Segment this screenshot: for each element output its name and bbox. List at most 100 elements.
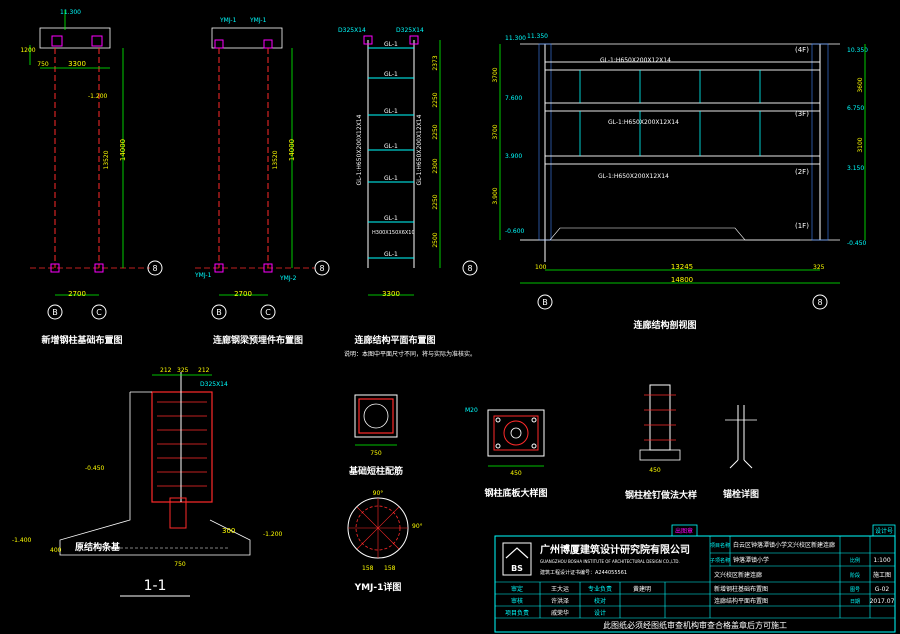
- elev-m0450-s: -0.450: [847, 240, 867, 247]
- grid-b-2: B: [216, 308, 222, 317]
- gl1-label-2: GL-1: [384, 71, 398, 78]
- tb-company-cn: 广州博厦建筑设计研究院有限公司: [540, 543, 690, 556]
- gl1-label-5: GL-1: [384, 175, 398, 182]
- tb-name3: 戚荣华: [551, 609, 569, 617]
- title-cap-rebar: 基础短柱配筋: [348, 465, 403, 477]
- grid-8-1: 8: [152, 264, 157, 273]
- tb-drawing3: 连廊结构平面布置图: [714, 597, 768, 605]
- floor-1f: (1F): [795, 222, 809, 230]
- elev-m0450-11: -0.450: [85, 465, 105, 472]
- tb-drawing2: 新增钢柱基础布置图: [714, 585, 768, 593]
- tb-name4: 黄建明: [633, 585, 651, 593]
- cap-rebar-detail: 750 基础短柱配筋: [348, 394, 403, 477]
- foundation-plan: 2700 3300 750 1200 14000 13520 11.300 -1…: [20, 9, 163, 346]
- floor-3f: (3F): [795, 110, 809, 118]
- tb-proj-lead: 项目负责: [505, 609, 529, 617]
- tb-bottom-note: 此图纸必须经图纸审查机构审查合格盖章后方可施工: [603, 620, 787, 630]
- pile-cap-label: 原结构条基: [75, 541, 121, 553]
- elev-10350-s: 10.350: [847, 47, 868, 54]
- grid-8-2: 8: [319, 264, 324, 273]
- elev-3150-s: 3.150: [847, 165, 864, 172]
- elev-7600-s: 7.600: [505, 95, 522, 102]
- tb-company-en: GUANGZHOU BOSHA INSTITUTE OF ARCHITECTUR…: [540, 559, 680, 564]
- dim-158-a: 158: [362, 565, 374, 572]
- tb-sub-label: 子项名称: [710, 557, 730, 564]
- dim-2500: 2500: [432, 232, 439, 247]
- angle-90-b: 90°: [412, 523, 423, 530]
- tb-no-label: 图号: [850, 587, 860, 593]
- grid-b-1: B: [52, 308, 58, 317]
- tb-scale-label: 比例: [850, 557, 860, 564]
- dim-750-cap: 750: [370, 450, 382, 457]
- title-section-1-1: 1-1: [144, 578, 167, 594]
- floor-plan: GL-1 GL-1 GL-1 GL-1 GL-1 GL-1 GL-1 H300X…: [338, 27, 478, 358]
- d325-11: D325X14: [200, 381, 228, 388]
- grid-8-s: 8: [817, 298, 822, 307]
- dim-3300-b: 3300: [382, 290, 400, 298]
- title-block: 出图章 设计号 BS 广州博厦建筑设计研究院有限公司 GUANGZHOU BOS…: [494, 524, 896, 633]
- title-stud: 钢柱栓钉做法大样: [625, 489, 697, 501]
- gl1-vert-b: GL-1:H650X200X12X14: [416, 114, 423, 185]
- ymj2-label-bot: YMJ-2: [279, 275, 297, 282]
- embed-plan: 2700 14000 13520 YMJ-1 YMJ-1 YMJ-1 YMJ-2…: [194, 17, 330, 346]
- gl1-spec-2: GL-1:H650X200X12X14: [608, 119, 679, 126]
- ymj1-label-bot: YMJ-1: [194, 272, 212, 279]
- dim-14000-a: 14000: [119, 139, 127, 161]
- grid-c-1: C: [96, 308, 102, 317]
- tb-spec-lead: 专业负责: [588, 585, 612, 593]
- dim-2250-b: 2250: [432, 124, 439, 139]
- dim-450-bp: 450: [510, 470, 522, 477]
- elev-11300-s: 11.300: [505, 35, 526, 42]
- tb-project: 白云区钟落潭镇小学文兴校区新建连廊: [733, 541, 835, 549]
- tb-name2: 许洪泽: [551, 597, 569, 605]
- title-section-view: 连廊结构剖视图: [633, 319, 696, 331]
- d325-label-b: D325X14: [396, 27, 424, 34]
- dim-3100: 3100: [857, 137, 864, 152]
- dim-158-b: 158: [384, 565, 396, 572]
- d325-label-a: D325X14: [338, 27, 366, 34]
- tb-stamp: 出图章: [675, 527, 693, 535]
- tb-design: 设计: [594, 609, 606, 617]
- tb-no: G-02: [875, 586, 890, 593]
- elev-m1200-a: -1.200: [88, 93, 108, 100]
- floor-2f: (2F): [795, 168, 809, 176]
- section-view: GL-1:H650X200X12X14 GL-1:H650X200X12X14 …: [492, 33, 868, 331]
- base-plate-detail: 450 M20 钢柱底板大样图: [465, 407, 548, 499]
- dim-3600: 3600: [857, 77, 864, 92]
- dim-1200-a: 1200: [20, 47, 35, 54]
- angle-90-a: 90°: [373, 490, 384, 497]
- tb-date-label: 日期: [850, 599, 860, 605]
- elev-m1400-11: -1.400: [12, 537, 32, 544]
- dim-13520-a: 13520: [103, 150, 110, 169]
- dim-100-s: 100: [535, 264, 547, 271]
- elev-3900-s: 3.900: [505, 153, 522, 160]
- tb-sub: 钟落潭镇小学: [733, 556, 769, 564]
- gl1-spec-3: GL-1:H650X200X12X14: [598, 173, 669, 180]
- tb-check: 校对: [594, 597, 606, 605]
- dim-325-11: 325: [177, 367, 189, 374]
- ymj1-label-top-a: YMJ-1: [219, 17, 237, 24]
- tb-drawing1: 文兴校区新建连廊: [714, 571, 762, 579]
- dim-300-11: 300: [222, 527, 235, 535]
- tb-cert: 建筑工程设计证书编号：A244055561: [540, 569, 627, 576]
- gl1-label-4: GL-1: [384, 143, 398, 150]
- gl1-label-6: GL-1: [384, 215, 398, 222]
- dim-3900-s: 3.900: [492, 187, 499, 204]
- grid-b-s: B: [542, 298, 548, 307]
- dim-3700-a: 3700: [492, 67, 499, 82]
- dim-2373: 2373: [432, 55, 439, 70]
- tb-design-no-label: 设计号: [875, 527, 893, 535]
- dim-3300-a: 3300: [68, 60, 86, 68]
- dim-13520-b: 13520: [272, 150, 279, 169]
- gl1-vert-a: GL-1:H650X200X12X14: [356, 114, 363, 185]
- title-floor-plan: 连廊结构平面布置图: [354, 334, 435, 346]
- floor-4f: (4F): [795, 46, 809, 54]
- tb-approve: 审定: [511, 585, 523, 593]
- tb-name1: 王大运: [551, 585, 569, 593]
- dim-14000-b: 14000: [288, 139, 296, 161]
- dim-750-11: 750: [174, 561, 186, 568]
- tb-scale: 1:100: [873, 557, 890, 564]
- gl1-label-1: GL-1: [384, 41, 398, 48]
- tb-project-label: 项目名称: [710, 542, 730, 549]
